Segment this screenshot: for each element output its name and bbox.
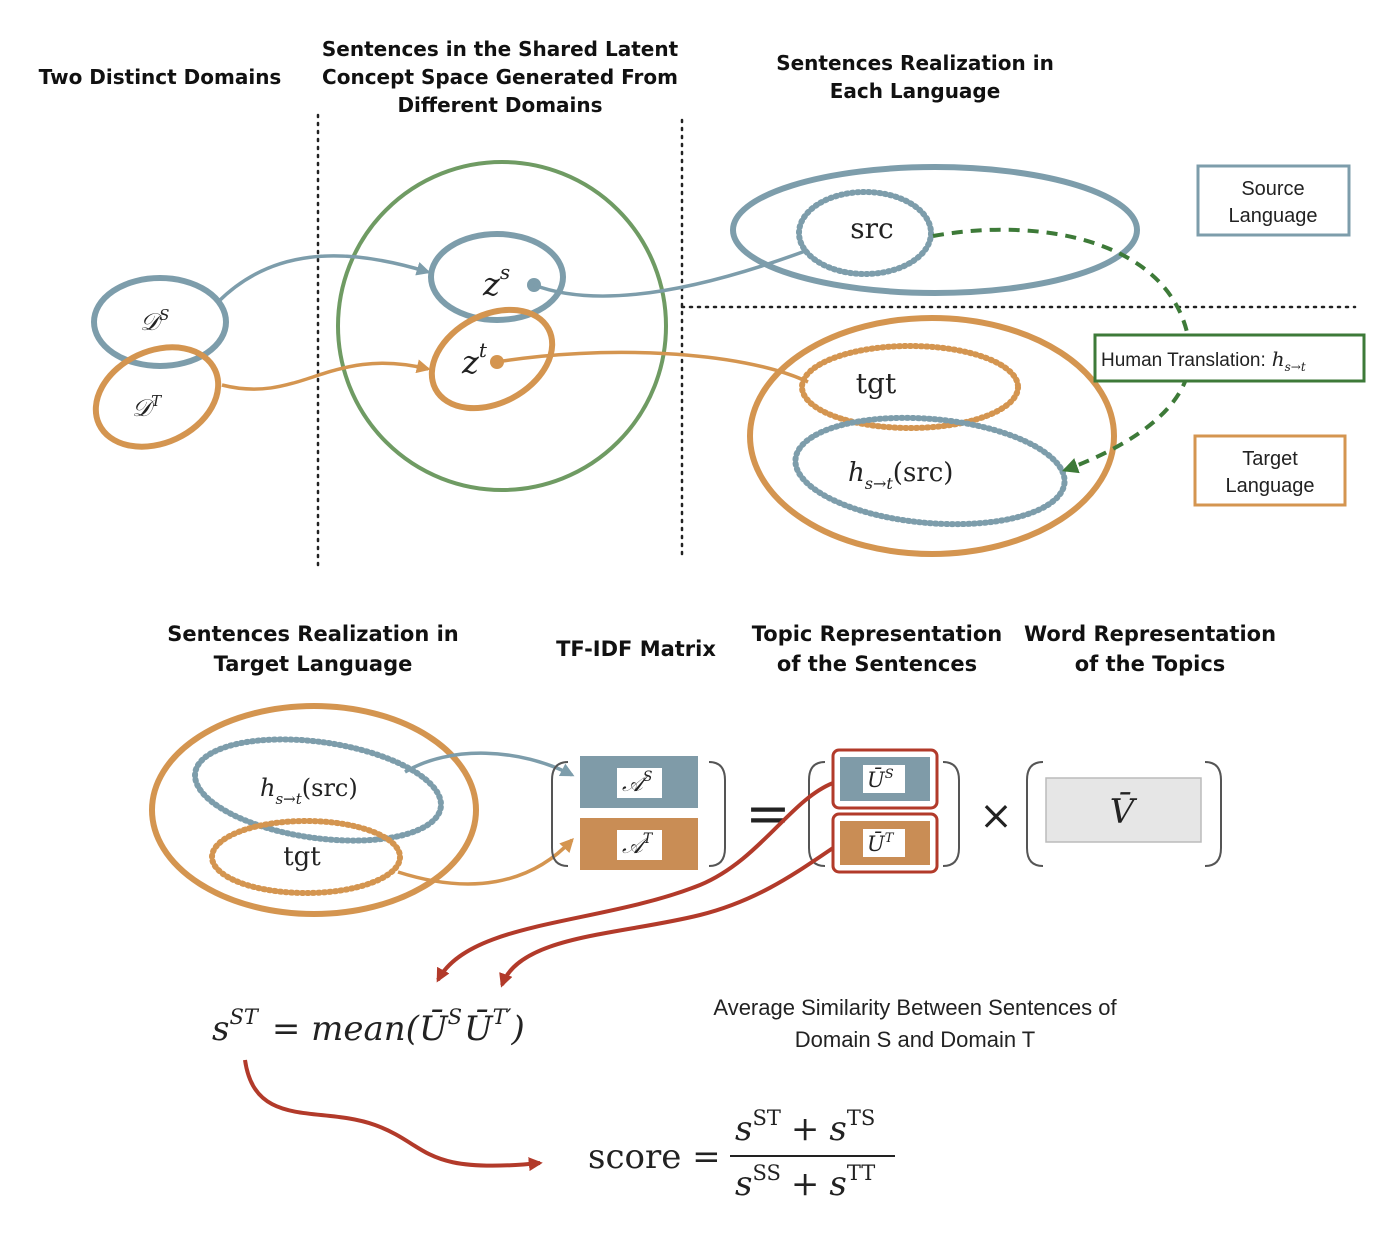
bottom-translated-dotted-ellipse bbox=[192, 736, 444, 844]
legend-human-translation: Human Translation:hs→t bbox=[1101, 347, 1306, 374]
heading-tfidf: TF-IDF Matrix bbox=[556, 637, 716, 661]
legend-target-box bbox=[1193, 434, 1347, 507]
bottom-target-ellipse bbox=[149, 703, 479, 917]
heading-latent-line3: Different Domains bbox=[397, 93, 602, 117]
arrow-dt-to-zt bbox=[221, 359, 431, 391]
arrow-ut-to-formula bbox=[499, 846, 835, 988]
tfidf-bracket-left bbox=[551, 761, 569, 867]
arrow-translated-to-as bbox=[404, 751, 575, 777]
formula-sst: sST= mean(ŪSŪT′) bbox=[212, 1005, 525, 1049]
translated-dotted-ellipse bbox=[792, 414, 1068, 528]
bottom-tgt-dotted-ellipse bbox=[209, 818, 403, 896]
bottom-translated-label: hs→t(src) bbox=[260, 774, 358, 808]
arrow-sst-to-score bbox=[243, 1059, 543, 1172]
arrow-tgt-to-at bbox=[397, 837, 574, 886]
topic-bracket-right bbox=[942, 761, 960, 867]
latent-zt-ellipse bbox=[428, 306, 556, 412]
legend-human-translation-box bbox=[1093, 333, 1366, 383]
matrix-ut-label: ŪT bbox=[867, 831, 895, 856]
word-bracket-left bbox=[1026, 761, 1044, 867]
domain-t-label: 𝒟T bbox=[132, 392, 162, 422]
human-translation-arrow bbox=[932, 227, 1193, 474]
topic-bracket-left bbox=[808, 761, 826, 867]
matrix-as-label-box bbox=[617, 768, 662, 798]
heading-realization-line1: Sentences Realization in bbox=[776, 51, 1054, 75]
domain-s-label: 𝒟S bbox=[140, 306, 169, 336]
curve-zt-to-tgt bbox=[496, 350, 809, 384]
tgt-dotted-ellipse bbox=[799, 343, 1021, 431]
matrix-ut-highlight bbox=[831, 812, 939, 874]
target-language-ellipse bbox=[747, 315, 1117, 557]
heading-latent-line1: Sentences in the Shared Latent bbox=[322, 37, 679, 61]
legend-source-line2: Language bbox=[1229, 205, 1318, 227]
times-sign: × bbox=[979, 793, 1013, 839]
tgt-label: tgt bbox=[856, 367, 897, 400]
score-numerator: sST+sTS bbox=[735, 1106, 875, 1149]
matrix-v bbox=[1045, 777, 1202, 843]
matrix-us-label-box bbox=[863, 765, 905, 793]
heading-realization-line2: Each Language bbox=[830, 79, 1001, 103]
heading-topic-line2: of the Sentences bbox=[777, 652, 977, 676]
bottom-tgt-label: tgt bbox=[283, 842, 321, 872]
heading-target-realization-line2: Target Language bbox=[214, 652, 413, 676]
tfidf-bracket-right bbox=[708, 761, 726, 867]
word-bracket-right bbox=[1204, 761, 1222, 867]
matrix-ut-label-box bbox=[863, 829, 905, 857]
heading-latent-line2: Concept Space Generated From bbox=[322, 65, 678, 89]
source-language-ellipse bbox=[730, 164, 1140, 296]
matrix-us-label: ŪS bbox=[867, 767, 894, 792]
matrix-at-label-box bbox=[617, 830, 662, 860]
caption-line2: Domain S and Domain T bbox=[795, 1027, 1036, 1052]
zs-label: zs bbox=[482, 260, 510, 303]
src-dotted-ellipse bbox=[796, 189, 934, 277]
heading-word-line2: of the Topics bbox=[1075, 652, 1226, 676]
arrow-us-to-formula bbox=[436, 781, 834, 983]
arrow-ds-to-zs bbox=[216, 254, 431, 304]
heading-word-line1: Word Representation bbox=[1024, 622, 1276, 646]
domain-t-ellipse bbox=[92, 344, 222, 450]
heading-two-domains: Two Distinct Domains bbox=[39, 65, 282, 89]
heading-target-realization-line1: Sentences Realization in bbox=[167, 622, 459, 646]
latent-zs-ellipse bbox=[428, 231, 566, 323]
zt-label: zt bbox=[461, 338, 488, 381]
score-denominator: sSS+sTT bbox=[735, 1161, 875, 1204]
latent-space-circle bbox=[336, 160, 668, 492]
translated-label: hs→t(src) bbox=[848, 458, 953, 493]
heading-topic-line1: Topic Representation bbox=[752, 622, 1003, 646]
score-lhs: score = bbox=[588, 1137, 721, 1177]
legend-target-line2: Language bbox=[1226, 475, 1315, 497]
src-label: src bbox=[850, 212, 893, 245]
legend-source-box bbox=[1196, 164, 1351, 237]
legend-source-line1: Source bbox=[1241, 178, 1304, 200]
matrix-v-label: V̄ bbox=[1110, 791, 1138, 832]
legend-target-line1: Target bbox=[1242, 448, 1298, 470]
domain-s-ellipse bbox=[91, 275, 229, 369]
caption-line1: Average Similarity Between Sentences of bbox=[713, 995, 1117, 1020]
curve-zs-to-src bbox=[533, 248, 809, 298]
matrix-us-highlight bbox=[831, 748, 939, 810]
